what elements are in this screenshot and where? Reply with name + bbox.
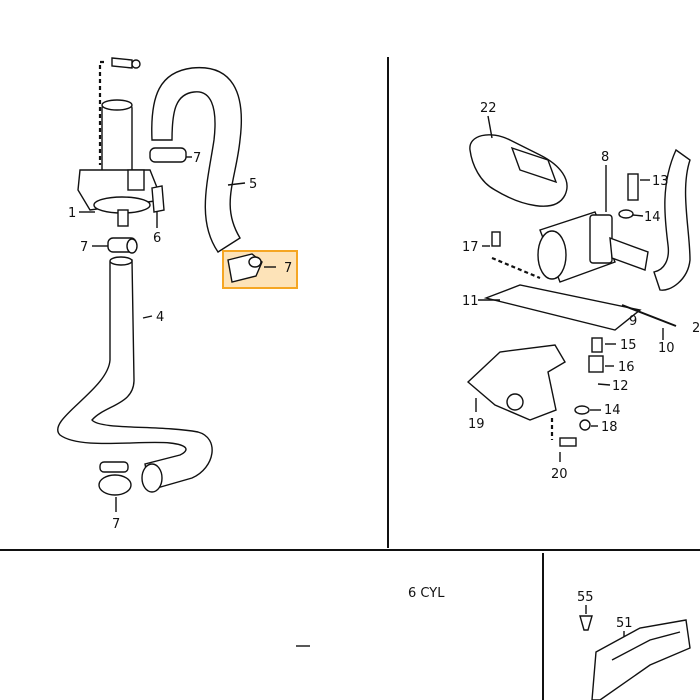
callout-4: 4 <box>156 310 164 325</box>
callout-5: 5 <box>249 177 257 192</box>
bracket-part-11 <box>483 284 642 331</box>
hose-part-4 <box>57 259 213 491</box>
bolt-part-13 <box>627 173 639 201</box>
small-bolt <box>111 57 133 69</box>
callout-2-partial: 2 <box>692 321 700 336</box>
hose-end-top <box>109 256 133 266</box>
callout-14-top: 14 <box>644 210 661 225</box>
callout-12: 12 <box>612 379 629 394</box>
bolt-head <box>131 59 141 69</box>
canister-part-8 <box>537 211 649 283</box>
clamp-bottom <box>98 461 132 496</box>
clamp-middle <box>107 237 138 254</box>
valve-part-1 <box>77 99 163 227</box>
bolt-part-20 <box>559 437 577 447</box>
callout-7-bottom: 7 <box>112 517 120 532</box>
callout-8: 8 <box>601 150 609 165</box>
callout-51: 51 <box>616 616 633 631</box>
hose-end-bottom <box>141 463 163 493</box>
washer-part-14-bottom <box>574 405 590 415</box>
spacer-part-16 <box>588 355 604 373</box>
bottom-panel: 6 CYL 55 51 <box>296 586 691 700</box>
hose-part-22 <box>469 134 568 207</box>
callout-20: 20 <box>551 467 568 482</box>
callout-17: 17 <box>462 240 479 255</box>
callout-16: 16 <box>618 360 635 375</box>
callout-11: 11 <box>462 294 479 309</box>
bolt-part-10 <box>621 304 677 327</box>
nut-part-18 <box>579 419 591 431</box>
callout-1: 1 <box>68 206 76 221</box>
bracket-part-19 <box>466 344 566 421</box>
callout-7-middle: 7 <box>80 240 88 255</box>
callout-14-bottom: 14 <box>604 403 621 418</box>
clamp-top <box>149 147 187 163</box>
hose-part-5 <box>151 66 242 253</box>
callout-18: 18 <box>601 420 618 435</box>
clamp-highlighted <box>227 253 263 283</box>
right-panel: 22 8 13 14 17 11 9 10 2 15 16 12 14 18 1… <box>462 101 700 482</box>
callout-6: 6 <box>153 231 161 246</box>
callout-10: 10 <box>658 341 675 356</box>
callout-22: 22 <box>480 101 497 116</box>
bolt-part-17 <box>491 231 501 247</box>
screw-part-55 <box>579 615 593 631</box>
hose-right-edge <box>653 148 691 291</box>
section-label-6-cyl: 6 CYL <box>408 586 445 601</box>
callout-15: 15 <box>620 338 637 353</box>
assembly-part-51 <box>591 619 691 700</box>
washer-part-14-top <box>618 209 634 219</box>
callout-7-highlighted: 7 <box>284 261 292 276</box>
callout-9: 9 <box>629 314 637 329</box>
callout-7-top: 7 <box>193 151 201 166</box>
callout-13: 13 <box>652 174 669 189</box>
clip-part-6 <box>151 185 165 213</box>
left-panel: 1 4 5 6 7 7 7 7 <box>57 57 298 532</box>
spacer-part-15 <box>591 337 603 353</box>
dashed-bolt-line <box>98 60 104 165</box>
callout-55: 55 <box>577 590 594 605</box>
callout-19: 19 <box>468 417 485 432</box>
